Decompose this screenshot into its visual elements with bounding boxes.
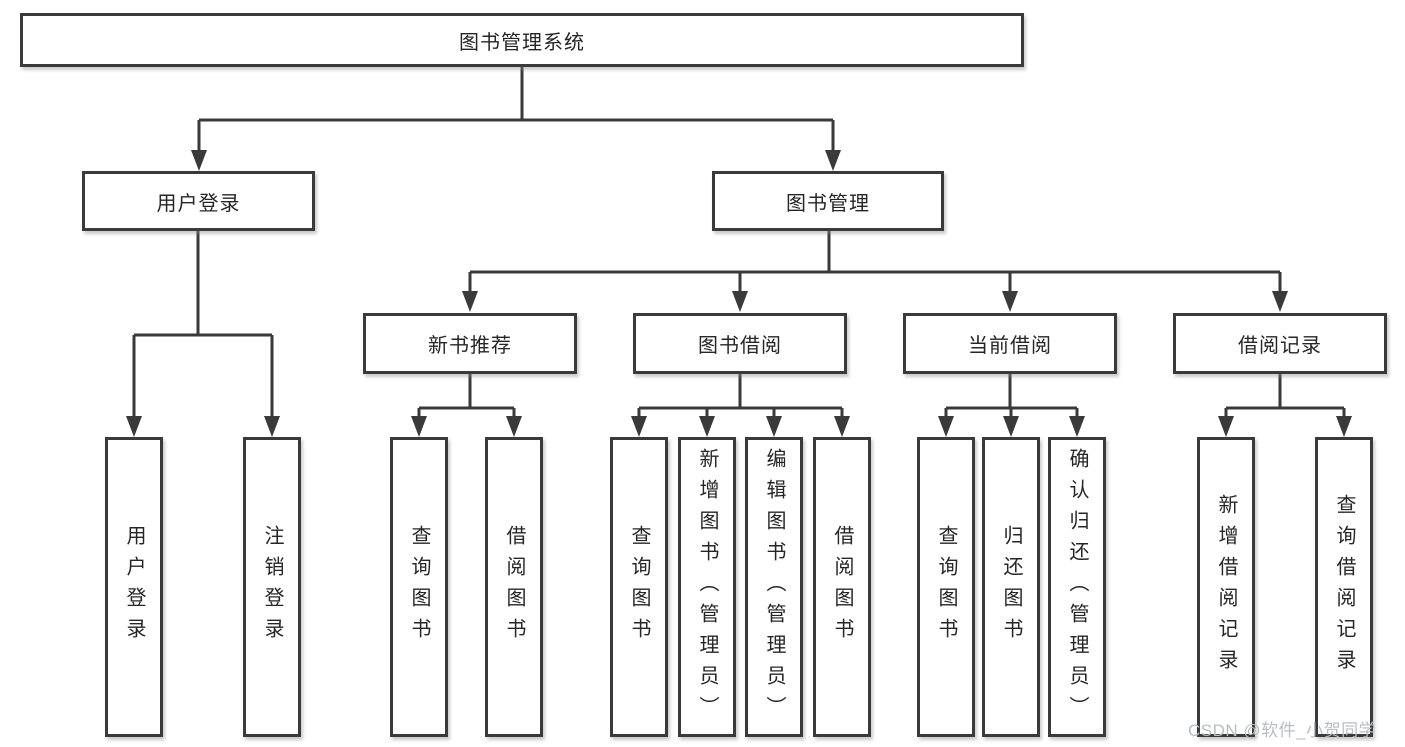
node-label: 用户登录	[156, 192, 241, 215]
leaf-confirm-return-admin: 确认归还（管理员）	[1048, 437, 1106, 737]
node-label: 新增图书（管理员）	[696, 447, 718, 727]
node-label: 查询借阅记录	[1333, 494, 1355, 680]
node-label: 新增借阅记录	[1215, 494, 1237, 680]
node-label: 归还图书	[1000, 525, 1022, 649]
node-user-login-module: 用户登录	[82, 171, 315, 231]
csdn-watermark: CSDN @软件_小贺同学	[1188, 721, 1377, 740]
node-label: 查询图书	[935, 525, 957, 649]
leaf-query-books-current: 查询图书	[917, 437, 975, 737]
node-new-book-recommendation: 新书推荐	[363, 313, 577, 374]
leaf-user-login: 用户登录	[105, 437, 163, 737]
node-label: 图书管理	[786, 192, 870, 215]
leaf-edit-books-admin: 编辑图书（管理员）	[745, 437, 803, 737]
leaf-logout: 注销登录	[243, 437, 301, 737]
leaf-borrow-books-recommend: 借阅图书	[485, 437, 543, 737]
node-label: 编辑图书（管理员）	[763, 447, 785, 727]
node-label: 注销登录	[261, 525, 283, 649]
node-borrowing-records: 借阅记录	[1173, 313, 1387, 374]
leaf-add-books-admin: 新增图书（管理员）	[678, 437, 736, 737]
node-book-management-module: 图书管理	[712, 171, 944, 231]
node-label: 借阅图书	[831, 525, 853, 649]
node-label: 新书推荐	[428, 335, 512, 357]
leaf-query-books-recommend: 查询图书	[390, 437, 448, 737]
node-label: 图书借阅	[698, 335, 782, 357]
leaf-query-borrow-record: 查询借阅记录	[1315, 437, 1373, 737]
node-current-borrowing: 当前借阅	[903, 313, 1117, 374]
node-label: 借阅图书	[503, 525, 525, 649]
node-label: 确认归还（管理员）	[1066, 447, 1088, 727]
node-label: 借阅记录	[1238, 335, 1322, 357]
node-label: 查询图书	[408, 525, 430, 649]
node-book-borrowing: 图书借阅	[633, 313, 847, 374]
node-label: 当前借阅	[968, 335, 1052, 357]
node-system-root: 图书管理系统	[20, 13, 1024, 67]
arrowhead-icons	[126, 150, 1352, 437]
node-label: 查询图书	[628, 525, 650, 649]
leaf-borrow-books: 借阅图书	[813, 437, 871, 737]
leaf-query-books-borrowing: 查询图书	[610, 437, 668, 737]
leaf-return-books: 归还图书	[982, 437, 1040, 737]
node-label: 用户登录	[123, 525, 145, 649]
leaf-add-borrow-record: 新增借阅记录	[1197, 437, 1255, 737]
node-label: 图书管理系统	[459, 31, 585, 54]
